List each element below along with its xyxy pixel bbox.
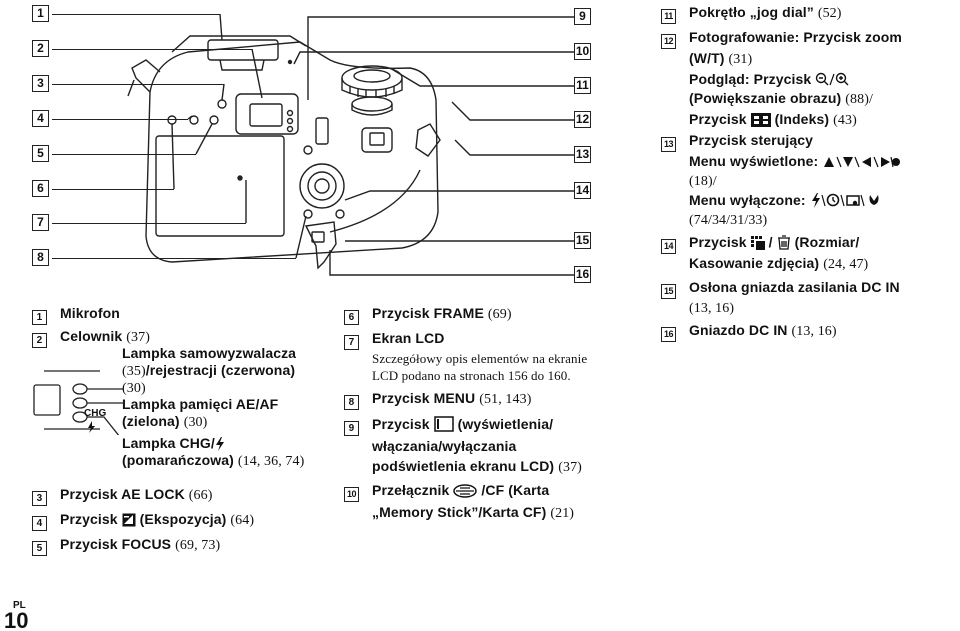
- callout-14: 14: [574, 182, 591, 199]
- image-size-icon: [750, 236, 765, 250]
- callout-2: 2: [32, 40, 49, 57]
- callout-1: 1: [32, 5, 49, 22]
- leader-line: [52, 154, 196, 155]
- callout-5: 5: [32, 145, 49, 162]
- lcd-backlight-icon: [433, 416, 454, 432]
- lamp-ae-af-text: Lampka pamięci AE/AF (zielona) (30): [122, 396, 279, 430]
- callout-13: 13: [574, 146, 591, 163]
- callout-10: 10: [574, 43, 591, 60]
- memory-stick-icon: [453, 484, 478, 498]
- exposure-icon: [122, 513, 136, 527]
- leader-line: [52, 258, 296, 259]
- callout-4: 4: [32, 110, 49, 127]
- arrows-center-icon: [824, 156, 901, 168]
- callout-15: 15: [574, 232, 591, 249]
- leader-line: [52, 14, 220, 15]
- callout-3: 3: [32, 75, 49, 92]
- footer-page-number: 10: [4, 608, 29, 631]
- flash-icon: [88, 421, 95, 433]
- leader-line: [52, 189, 174, 190]
- leader-line: [52, 84, 224, 85]
- callout-16: 16: [574, 266, 591, 283]
- lamp-self-timer-text: Lampka samowyzwalacza (35)/rejestracji (…: [122, 345, 297, 396]
- callout-12: 12: [574, 111, 591, 128]
- camera-back-illustration: [127, 13, 574, 276]
- callout-7: 7: [32, 214, 49, 231]
- callout-8: 8: [32, 249, 49, 266]
- flash-timer-review-macro-icon: [811, 193, 879, 208]
- inset-chg-label: CHG: [84, 408, 107, 419]
- callout-11: 11: [574, 77, 591, 94]
- callout-9: 9: [574, 8, 591, 25]
- index-icon: [750, 112, 771, 127]
- lamp-chg-text: Lampka CHG/ (pomarańczowa) (14, 36, 74): [122, 435, 305, 469]
- callout-6: 6: [32, 180, 49, 197]
- leader-line: [52, 119, 188, 120]
- leader-line: [52, 223, 246, 224]
- lamp-inset-illustration: [33, 370, 124, 435]
- footer-language: PL: [13, 600, 26, 611]
- flash-icon: [215, 437, 224, 451]
- leader-line: [52, 49, 252, 50]
- zoom-out-in-icon: [816, 72, 849, 85]
- delete-trash-icon: [777, 235, 790, 250]
